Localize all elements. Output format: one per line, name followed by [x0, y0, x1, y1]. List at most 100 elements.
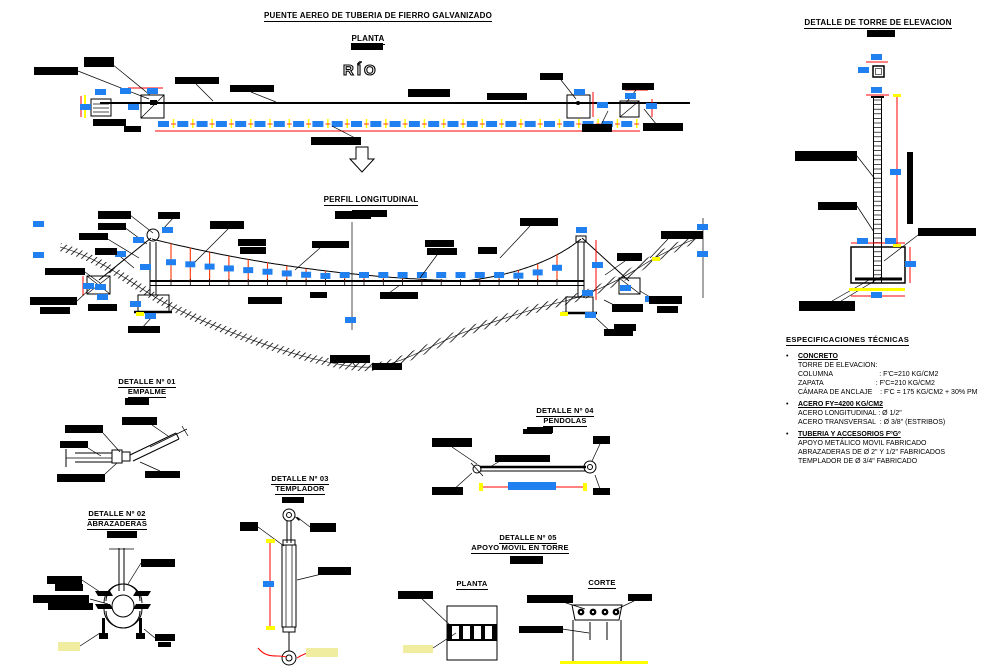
- leader-line: [294, 247, 321, 271]
- redacted-label: [628, 594, 652, 601]
- dim-highlight: [436, 272, 447, 278]
- dim-highlight: [130, 301, 141, 307]
- dim-highlight: [223, 265, 234, 272]
- plan-view-drawing: [90, 94, 690, 173]
- detail-01-drawing: [65, 425, 189, 467]
- redacted-label: [55, 584, 83, 591]
- dim-highlight: [263, 581, 274, 587]
- dim-highlight: [508, 482, 556, 490]
- redacted-label: [582, 124, 612, 132]
- dim-highlight: [646, 103, 657, 109]
- leader-line: [111, 63, 151, 96]
- redacted-label: [65, 425, 103, 433]
- dim-highlight: [351, 121, 362, 127]
- dim-highlight: [905, 261, 916, 267]
- detail-05-subtitle: APOYO MOVIL EN TORRE: [471, 543, 569, 554]
- redacted-label: [40, 307, 70, 314]
- leader-line: [419, 596, 453, 628]
- dim-highlight: [582, 290, 593, 296]
- dim-highlight: [185, 261, 196, 268]
- redacted-label: [33, 595, 89, 603]
- detail-03-title: DETALLE Nº 03: [271, 474, 329, 485]
- leader-line: [883, 234, 919, 262]
- detail-04-subtitle: PENDOLAS: [543, 416, 587, 427]
- dim-highlight: [474, 272, 485, 278]
- redacted-label: [622, 83, 654, 90]
- technical-specs: ESPECIFICACIONES TÉCNICAS • CONCRETO TOR…: [786, 329, 1006, 469]
- redacted-label: [351, 43, 383, 50]
- dim-highlight: [513, 272, 524, 279]
- redacted-label: [593, 436, 610, 444]
- redacted-label-yellow: [403, 645, 433, 653]
- redacted-label: [107, 531, 137, 538]
- tower-detail-title: DETALLE DE TORRE DE ELEVACION: [804, 18, 952, 29]
- redacted-label: [425, 240, 454, 247]
- redacted-label: [45, 268, 85, 275]
- redacted-label: [238, 239, 266, 246]
- dim-highlight: [235, 121, 247, 127]
- redacted-label: [330, 355, 370, 363]
- redacted-label: [495, 455, 550, 462]
- detail-03-drawing: [281, 508, 300, 666]
- dim-highlight: [563, 121, 575, 127]
- redacted-label: [282, 497, 304, 503]
- redacted-label: [795, 151, 857, 161]
- dim-highlight: [33, 221, 44, 227]
- redacted-label: [145, 471, 180, 478]
- dim-tick: [266, 539, 275, 543]
- redacted-label: [124, 126, 141, 132]
- dim-highlight: [871, 292, 882, 298]
- redacted-label: [527, 427, 553, 433]
- dim-highlight: [204, 263, 215, 270]
- dim-highlight: [447, 121, 459, 127]
- redacted-label: [248, 297, 282, 304]
- dim-highlight: [293, 121, 305, 127]
- redacted-label: [604, 329, 633, 336]
- redacted-label: [318, 567, 351, 575]
- redacted-label: [57, 474, 105, 482]
- redacted-label: [60, 441, 88, 448]
- leader-line: [856, 205, 875, 233]
- leader-line: [257, 526, 285, 547]
- redacted-label: [79, 233, 108, 240]
- plan-view-label: PLANTA: [351, 34, 385, 45]
- dim-highlight: [378, 272, 389, 278]
- dim-highlight: [196, 121, 208, 127]
- redacted-label: [398, 591, 433, 599]
- leader-line: [84, 271, 101, 284]
- leader-line: [561, 628, 590, 634]
- redacted-label: [661, 231, 703, 239]
- dim-highlight: [128, 104, 139, 110]
- specs-title: ESPECIFICACIONES TÉCNICAS: [786, 335, 910, 346]
- sheet-title: PUENTE AEREO DE TUBERIA DE FIERRO GALVAN…: [248, 11, 508, 22]
- redacted-label: [88, 304, 117, 311]
- leader-line: [649, 238, 669, 259]
- redacted-label: [372, 363, 402, 370]
- dim-highlight: [552, 264, 562, 271]
- dim-tick: [583, 483, 587, 491]
- detail-02-subtitle: ABRAZADERAS: [86, 519, 148, 530]
- dim-highlight: [544, 121, 555, 127]
- leader-line: [143, 628, 156, 639]
- dim-highlight: [80, 104, 91, 110]
- dim-highlight: [576, 227, 587, 233]
- redacted-label: [240, 247, 266, 254]
- dim-highlight: [871, 87, 882, 93]
- dim-highlight: [597, 102, 608, 108]
- leader-line: [139, 461, 161, 472]
- redacted-label: [125, 398, 149, 405]
- detail-02-drawing: [95, 548, 151, 639]
- leader-line: [451, 446, 478, 465]
- leader-line: [79, 632, 101, 647]
- leader-line: [89, 598, 109, 605]
- dim-highlight: [145, 313, 156, 319]
- redacted-label: [240, 522, 258, 531]
- dim-highlight: [254, 121, 266, 127]
- dim-highlight: [871, 54, 882, 60]
- dim-highlight: [585, 312, 596, 318]
- dim-tick: [479, 483, 483, 491]
- redacted-label: [122, 417, 157, 425]
- leader-line: [87, 447, 102, 457]
- dim-highlight: [166, 259, 176, 266]
- dim-tick: [136, 312, 144, 316]
